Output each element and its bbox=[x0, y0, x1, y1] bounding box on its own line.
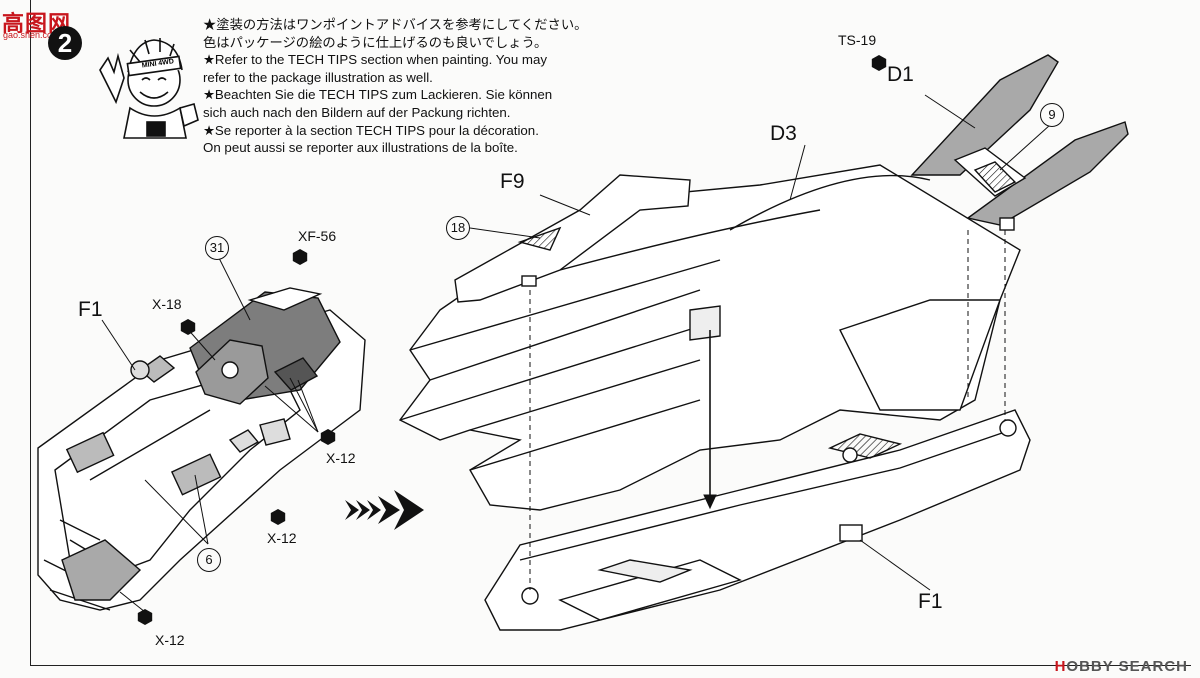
paint-bottle-xf56-icon bbox=[292, 249, 308, 265]
direction-arrow-icon bbox=[345, 490, 424, 530]
tip-line-de-1: ★Beachten Sie die TECH TIPS zum Lackiere… bbox=[203, 87, 553, 103]
part-number-31: 31 bbox=[205, 236, 229, 260]
leader-lines bbox=[101, 94, 1051, 613]
part-number-18: 18 bbox=[446, 216, 470, 240]
part-label-f1-left: F1 bbox=[78, 298, 103, 321]
watermark-brand-text: OBBY SEARCH bbox=[1066, 658, 1188, 675]
tip-line-en-2: refer to the package illustration as wel… bbox=[203, 69, 433, 85]
tip-line-fr-1: ★Se reporter à la section TECH TIPS pour… bbox=[203, 122, 539, 138]
painting-tips: ★塗装の方法はワンポイントアドバイスを参考にしてください。 色はパッケージの絵の… bbox=[203, 16, 633, 157]
page-frame bbox=[30, 0, 1191, 666]
part-number-9: 9 bbox=[1040, 103, 1064, 127]
chassis-f1-left bbox=[37, 287, 366, 611]
part-label-f9: F9 bbox=[500, 170, 525, 193]
tip-line-ja-1: ★塗装の方法はワンポイントアドバイスを参考にしてください。 bbox=[203, 17, 588, 32]
mascot-band-text: MINI 4WD bbox=[141, 58, 174, 69]
paint-bottle-ts19-icon bbox=[871, 55, 887, 71]
watermark-hobby-search: HOBBY SEARCH bbox=[1055, 658, 1188, 675]
paint-code-x12-b: X-12 bbox=[267, 530, 297, 546]
paint-bottle-x12-icon-2 bbox=[270, 509, 286, 525]
step-number-badge: 2 bbox=[48, 26, 82, 60]
watermark-brand-mark: H bbox=[1054, 658, 1067, 675]
part-d1-wing bbox=[910, 54, 1129, 231]
watermark-url: gao.shen.com bbox=[3, 30, 60, 40]
tip-line-fr-2: On peut aussi se reporter aux illustrati… bbox=[203, 140, 518, 156]
assembly-guides bbox=[529, 230, 1006, 590]
paint-code-xf56: XF-56 bbox=[298, 228, 337, 244]
tip-line-en-1: ★Refer to the TECH TIPS section when pai… bbox=[203, 52, 548, 68]
mascot-icon bbox=[99, 38, 199, 139]
tip-line-de-2: sich auch nach den Bildern auf der Packu… bbox=[203, 104, 511, 120]
part-number-6: 6 bbox=[197, 548, 221, 572]
part-f9 bbox=[454, 174, 691, 303]
paint-code-x12-c: X-12 bbox=[155, 632, 185, 648]
paint-code-ts19: TS-19 bbox=[838, 32, 877, 48]
paint-bottle-x12-icon-3 bbox=[137, 609, 153, 625]
paint-code-x12-a: X-12 bbox=[326, 450, 356, 466]
part-label-d1: D1 bbox=[887, 63, 914, 86]
part-label-f1-right: F1 bbox=[918, 590, 943, 613]
tip-line-ja-2: 色はパッケージの絵のように仕上げるのも良いでしょう。 bbox=[203, 34, 548, 50]
chassis-f1-right bbox=[484, 409, 1031, 631]
paint-bottle-x18-icon bbox=[180, 319, 196, 335]
paint-code-x18: X-18 bbox=[152, 296, 182, 312]
part-label-d3: D3 bbox=[770, 122, 797, 145]
